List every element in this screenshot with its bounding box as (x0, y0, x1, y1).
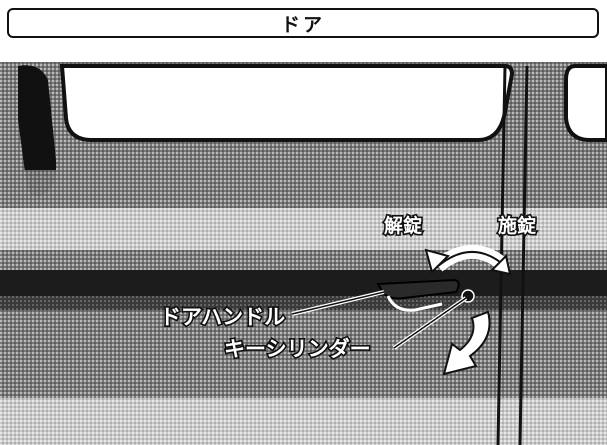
key-direction-arrow (442, 310, 491, 376)
belt-band (0, 208, 607, 250)
label-lock: 施錠 (498, 214, 536, 237)
door-gap-line-2 (518, 65, 529, 445)
title-box: ドア (7, 8, 599, 38)
label-door-handle: ドアハンドル (160, 305, 285, 329)
label-key-cylinder: キーシリンダー (224, 337, 371, 361)
window-right (564, 64, 607, 142)
door-illustration: 解錠 施錠 ドアハンドル キーシリンダー (0, 62, 607, 445)
page-title: ドア (280, 13, 325, 36)
mirror-shape (18, 65, 57, 197)
lower-band (0, 398, 607, 445)
crease-line (0, 270, 607, 296)
label-unlock: 解錠 (384, 214, 422, 237)
window-left (59, 64, 515, 142)
